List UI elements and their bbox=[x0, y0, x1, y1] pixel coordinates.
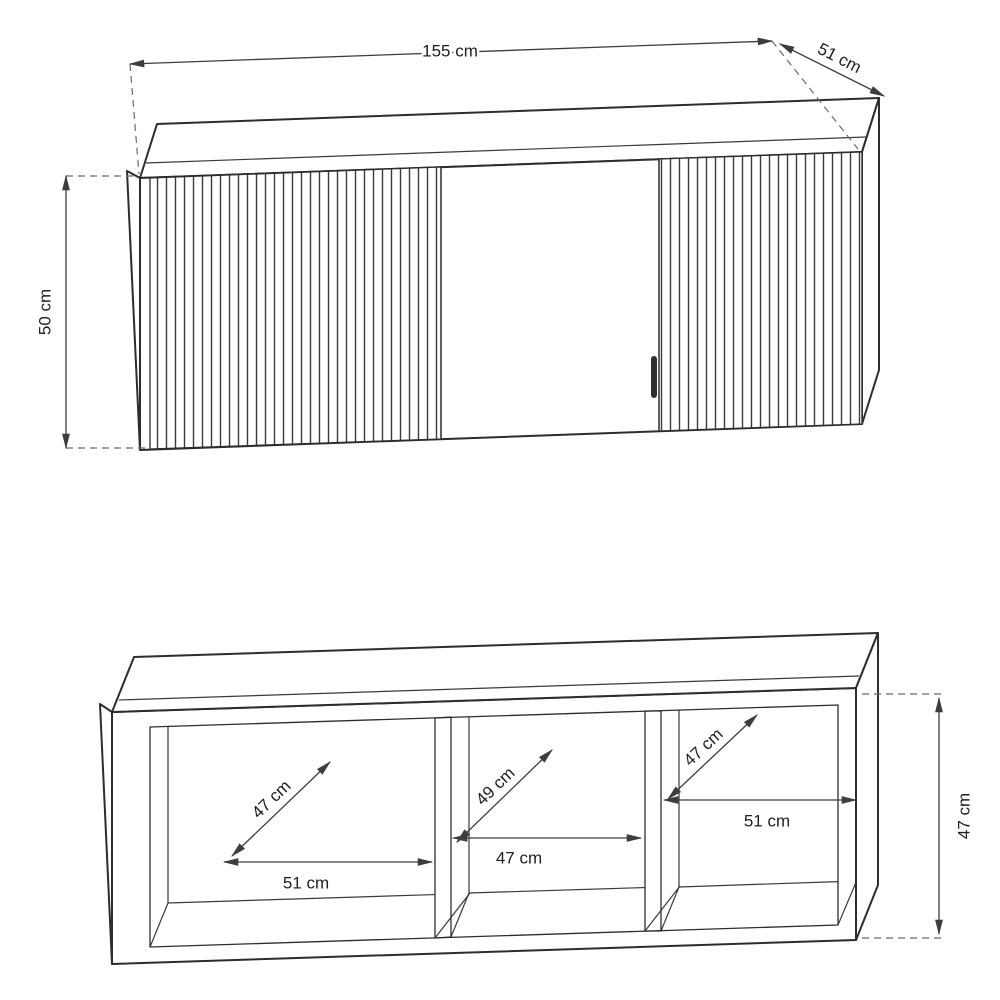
depth-label: 51 cm bbox=[815, 39, 865, 77]
interior-edge bbox=[451, 892, 470, 937]
interior-edge bbox=[661, 886, 680, 931]
carcass-right-face bbox=[855, 632, 879, 941]
width-label: 155 cm bbox=[422, 41, 478, 60]
open-cabinet-view: 47 cm 51 cm 49 cm 47 cm 47 cm 51 cm 47 c… bbox=[99, 632, 976, 965]
divider-right bbox=[644, 710, 662, 932]
width-label: 51 cm bbox=[283, 873, 329, 892]
interior-back-floor-edge bbox=[468, 886, 645, 894]
carcass-left-edge bbox=[99, 703, 113, 965]
dimension-depth: 51 cm bbox=[778, 37, 886, 97]
door-handle bbox=[651, 356, 657, 398]
dimension-arrow-width bbox=[128, 37, 774, 68]
top-face-edge-line bbox=[145, 136, 867, 164]
fluted-panel-left bbox=[149, 166, 442, 450]
dimension-arrow-depth bbox=[231, 761, 331, 857]
dimension-height: 50 cm bbox=[33, 174, 146, 450]
divider-bottom-edge bbox=[434, 892, 471, 939]
dimension-interior-height: 47 cm bbox=[862, 693, 976, 939]
top-face-edge-line bbox=[118, 675, 860, 701]
side-bottom-edge bbox=[837, 879, 858, 926]
fluted-panel-right bbox=[658, 151, 863, 432]
dimension-arrow-depth bbox=[778, 43, 886, 97]
extension-line bbox=[129, 63, 140, 175]
interior-back-floor-edge bbox=[678, 880, 838, 888]
dimension-arrow-depth bbox=[456, 749, 553, 843]
compartment-1-interior bbox=[150, 725, 435, 947]
width-label: 47 cm bbox=[496, 848, 542, 867]
height-label: 50 cm bbox=[35, 289, 54, 335]
divider-left bbox=[434, 716, 452, 939]
width-label: 51 cm bbox=[744, 811, 790, 830]
interior-back-floor-edge bbox=[167, 893, 435, 904]
dimension-width: 155 cm bbox=[128, 37, 859, 175]
cabinet-right-face bbox=[861, 97, 880, 425]
closed-cabinet-view: 155 cm 51 cm 50 cm bbox=[33, 37, 886, 451]
cabinet-left-edge bbox=[126, 170, 141, 451]
interior-edge bbox=[150, 902, 169, 947]
dimension-arrow-depth bbox=[667, 714, 758, 800]
divider-bottom-edge bbox=[644, 885, 681, 932]
height-label: 47 cm bbox=[954, 793, 973, 839]
